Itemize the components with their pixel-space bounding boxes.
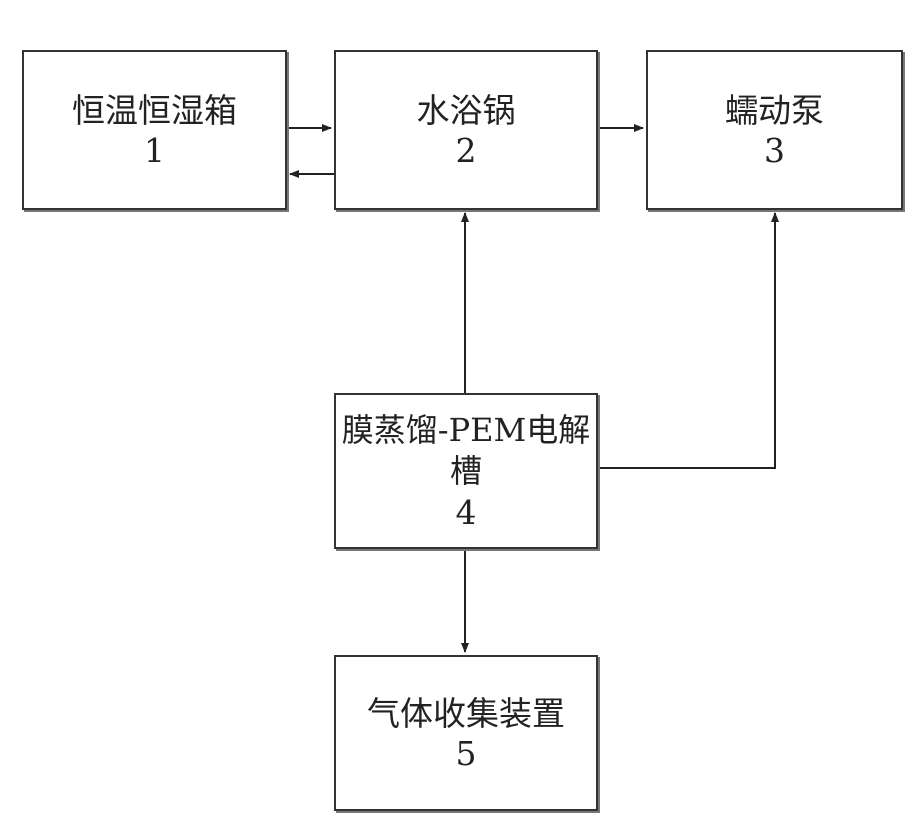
box-peristaltic-pump: 蠕动泵 3 (646, 50, 903, 210)
box-md-pem-electrolyzer: 膜蒸馏-PEM电解槽 4 (334, 393, 598, 549)
box3-number: 3 (764, 131, 785, 171)
arrow-box4-to-box3 (598, 213, 775, 468)
box2-label: 水浴锅 (417, 90, 516, 131)
box2-number: 2 (456, 131, 477, 171)
box3-label: 蠕动泵 (725, 90, 824, 131)
box5-label: 气体收集装置 (367, 693, 565, 734)
box5-number: 5 (456, 734, 477, 774)
box4-label: 膜蒸馏-PEM电解槽 (341, 410, 591, 493)
box1-number: 1 (144, 131, 165, 171)
box-gas-collection-device: 气体收集装置 5 (334, 655, 598, 811)
box-water-bath: 水浴锅 2 (334, 50, 598, 210)
box-constant-temp-humidity-chamber: 恒温恒湿箱 1 (22, 50, 287, 210)
box4-number: 4 (456, 493, 477, 533)
box1-label: 恒温恒湿箱 (72, 90, 237, 131)
